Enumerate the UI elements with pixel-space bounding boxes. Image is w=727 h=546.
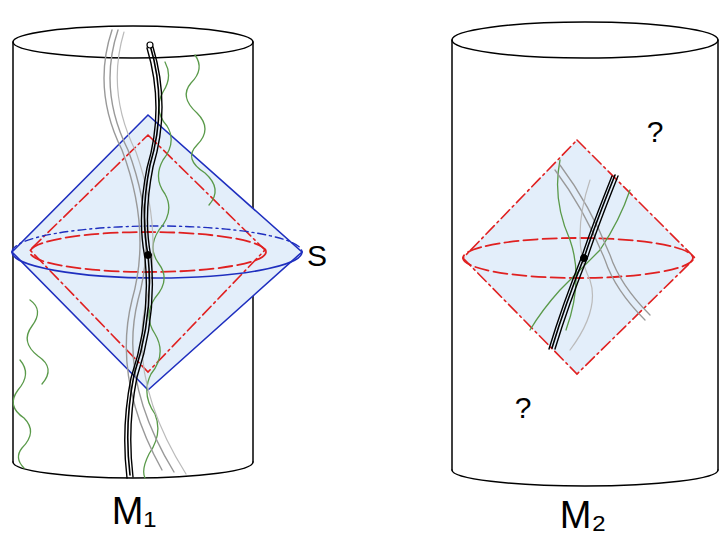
manifold-label: M₁	[112, 492, 156, 530]
surface-label: S	[307, 241, 327, 271]
unknown-mark: ?	[515, 393, 532, 423]
manifold-label: M₂	[560, 496, 606, 534]
unknown-mark: ?	[647, 117, 664, 147]
